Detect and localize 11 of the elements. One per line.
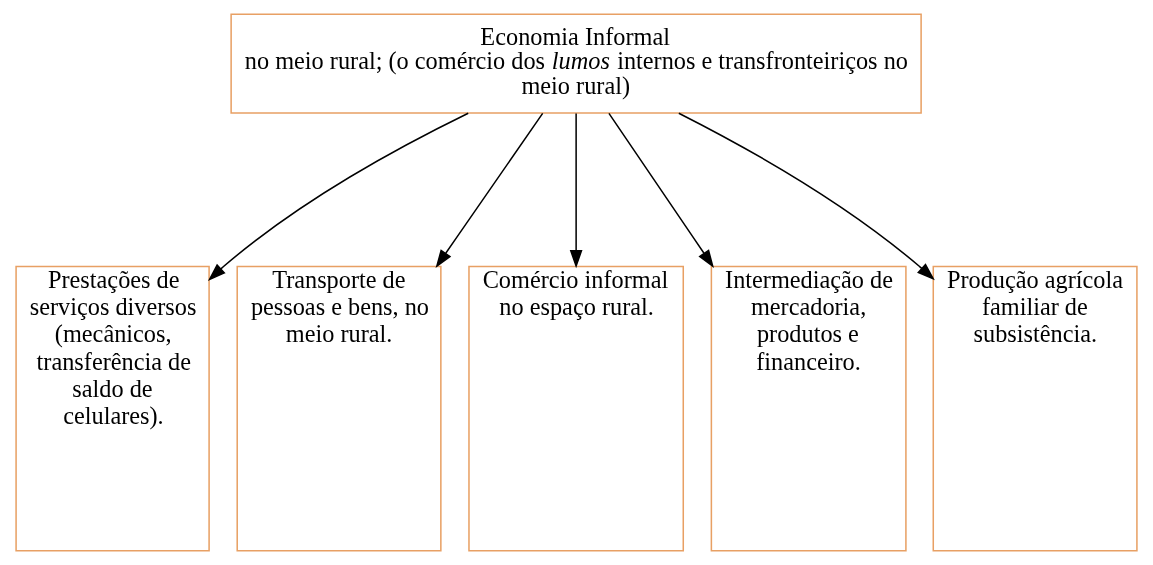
arrow [569, 112, 583, 269]
node-box: Comércio informal no espaço rural. [468, 265, 684, 552]
arrow [608, 112, 714, 268]
node-box: Intermediação de mercadoria, produtos e financeiro. [710, 265, 907, 552]
arrow [678, 112, 935, 281]
arrow [435, 112, 544, 268]
node-box: Transporte de pessoas e bens, no meio rural. [236, 265, 442, 552]
arrow [207, 112, 469, 281]
node-box: Prestações de serviços diversos (mecânicos, transferência de saldo de celulares). [15, 265, 210, 552]
node-box: Produção agrícola familiar de subsistência. [932, 265, 1138, 552]
node-box: Economia Informal no meio rural; (o comércio dos lumos internos e transfronteiriços no meio rural) [230, 13, 922, 114]
